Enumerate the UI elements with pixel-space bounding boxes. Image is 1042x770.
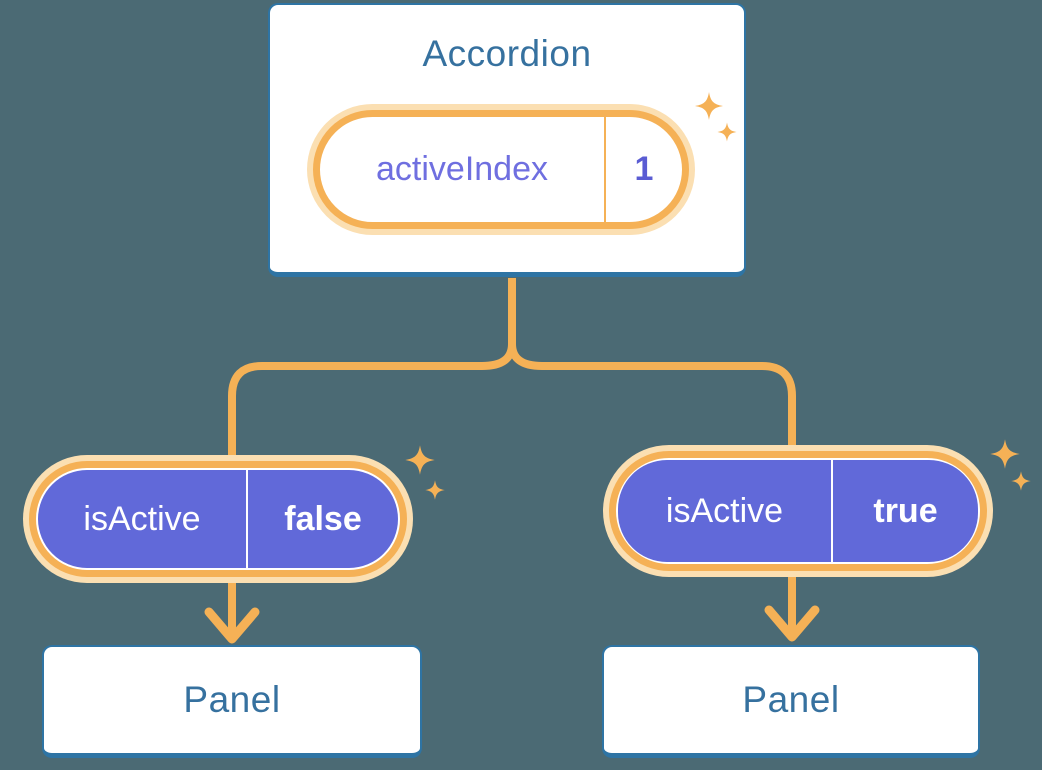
- arrow-down-icon: [204, 607, 260, 644]
- state-value: 1: [634, 150, 654, 188]
- prop-value: false: [284, 499, 362, 538]
- sparkle-icon: [990, 439, 1020, 469]
- prop-pill-true: isActive true: [603, 445, 993, 577]
- sparkle-icon: [405, 445, 435, 475]
- state-pill-ring: activeIndex 1: [313, 110, 689, 229]
- accordion-title: Accordion: [422, 33, 592, 74]
- prop-pill-false: isActive false: [23, 455, 413, 583]
- prop-pill-ring: isActive false: [29, 461, 407, 577]
- prop-label: isActive: [665, 491, 784, 530]
- panel-title: Panel: [742, 679, 840, 720]
- state-label: activeIndex: [376, 150, 548, 188]
- prop-value: true: [873, 491, 938, 530]
- prop-pill-ring: isActive true: [609, 451, 987, 571]
- state-pill: activeIndex 1: [307, 104, 695, 235]
- panel-title: Panel: [183, 679, 281, 720]
- panel-card-left: Panel: [42, 645, 422, 758]
- prop-label: isActive: [83, 499, 201, 538]
- arrow-down-icon: [764, 605, 820, 642]
- sparkle-icon: [425, 480, 445, 500]
- prop-pill-body: isActive false: [38, 470, 398, 568]
- panel-card-right: Panel: [602, 645, 980, 758]
- prop-pill-body: isActive true: [618, 460, 978, 562]
- prop-pill-divider: [831, 460, 833, 562]
- state-pill-divider: [604, 117, 606, 222]
- sparkle-icon: [1011, 471, 1031, 491]
